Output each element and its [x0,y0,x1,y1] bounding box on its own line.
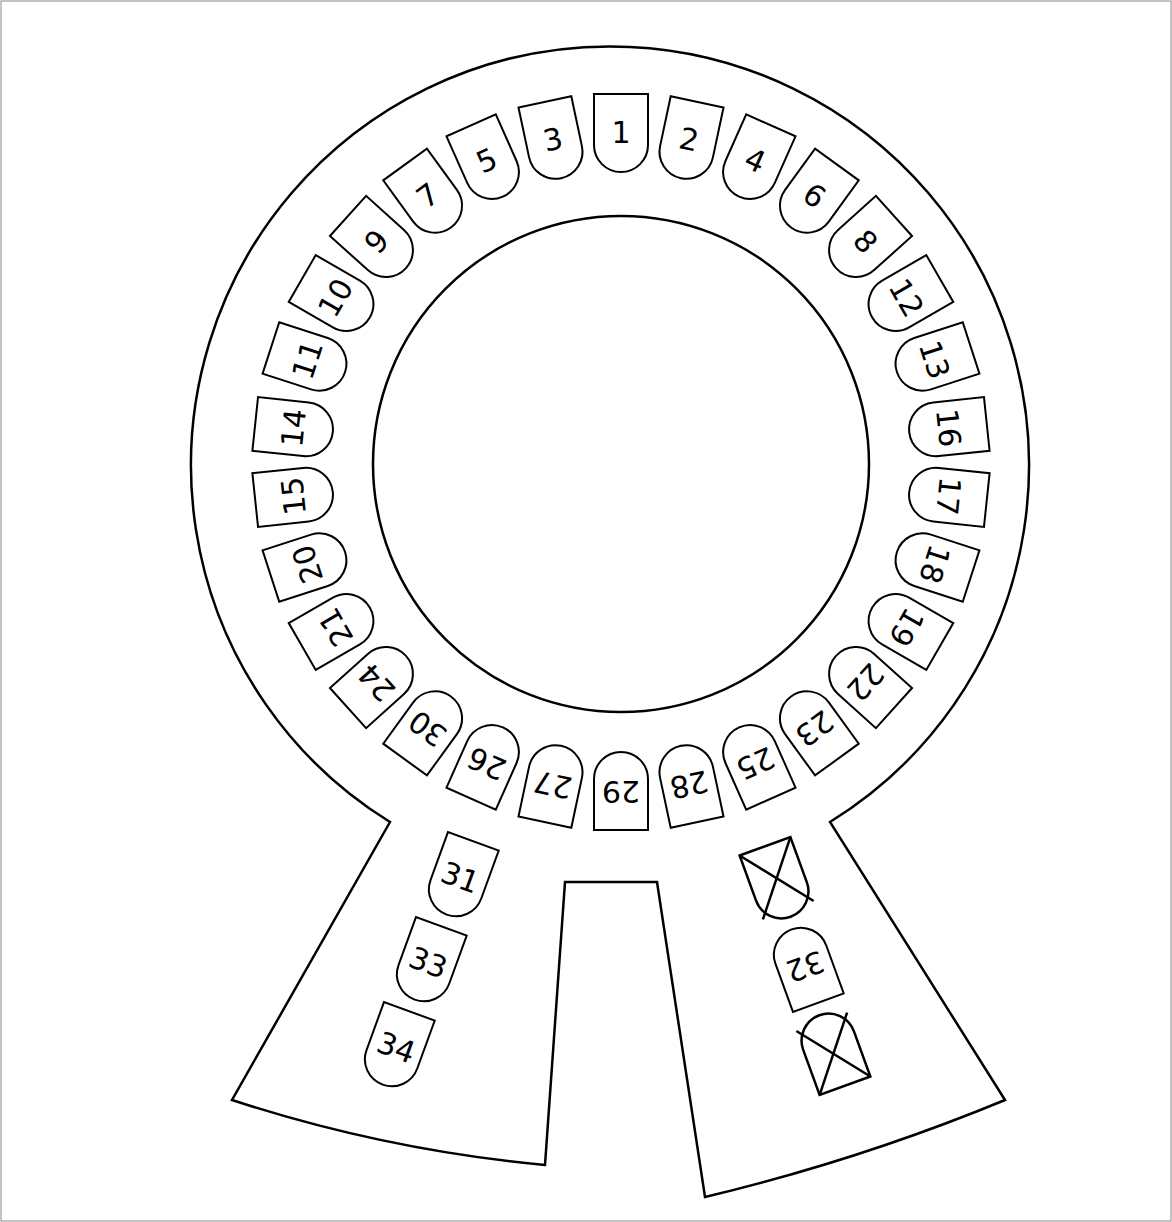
tab-number: 4 [740,144,770,179]
tab-number: 32 [782,945,828,986]
tab-number: 33 [405,942,451,983]
tab-number: 28 [668,765,712,802]
tab-number: 9 [359,225,394,259]
tab-number: 24 [353,658,401,706]
tab-number: 12 [883,273,928,321]
tab-number: 21 [314,602,359,650]
tab-number: 8 [848,225,883,259]
tab-number: 10 [314,273,359,321]
tab-number: 31 [437,857,483,898]
tab-number: 2 [677,124,702,157]
numbered-tab: 1 [593,93,649,173]
tab-number: 25 [731,741,778,784]
tab-number: 7 [411,178,444,213]
tab-number: 14 [277,407,311,448]
tab-number: 11 [288,338,328,384]
tab-number: 1 [611,118,630,148]
tab-number: 17 [931,476,965,517]
tab-number: 19 [883,602,928,650]
numbered-tab: 29 [593,751,649,831]
tab-number: 20 [288,541,328,587]
tab-number: 22 [842,658,890,706]
tab-number: 13 [914,338,954,384]
tab-number: 3 [540,124,565,157]
tab-number: 6 [798,178,831,213]
tab-number: 18 [914,541,954,587]
tab-number: 16 [931,407,965,448]
tab-number: 26 [464,741,511,784]
tab-number: 30 [403,705,452,752]
tab-number: 5 [472,144,502,179]
tab-number: 15 [277,476,311,517]
tab-number: 23 [790,705,839,752]
tab-number: 34 [373,1027,419,1068]
tab-number: 29 [602,776,640,806]
crossed-tab [740,837,816,926]
crossed-tab [794,1006,870,1095]
tab-number: 27 [531,765,575,802]
